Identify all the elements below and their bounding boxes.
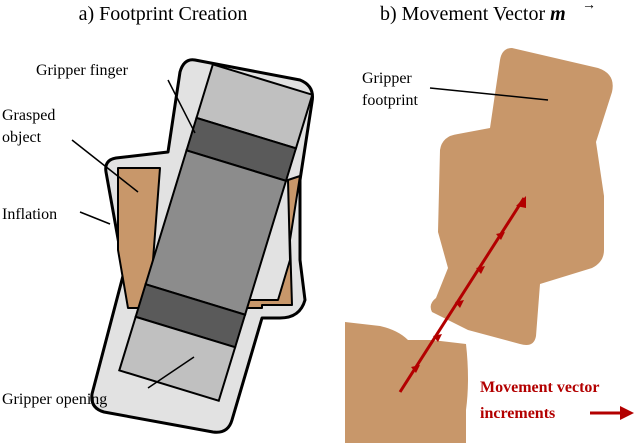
label-grasped-object-1: Grasped xyxy=(2,107,55,124)
label-gripper-footprint-2: footprint xyxy=(362,92,419,109)
label-movement-vector-2: increments xyxy=(480,405,555,422)
increment-arrow-4 xyxy=(476,266,485,274)
panel-b-title-vector-arrow: → xyxy=(582,0,596,13)
legend-increment-arrowhead xyxy=(620,406,634,420)
label-gripper-footprint-1: Gripper xyxy=(362,70,412,87)
panel-a-title: a) Footprint Creation xyxy=(79,3,248,25)
leader-grasped-object xyxy=(71,139,139,193)
leader-gripper-opening xyxy=(147,356,195,389)
label-gripper-finger: Gripper finger xyxy=(36,62,129,79)
panel-b-title-text: b) Movement Vector xyxy=(380,3,550,25)
increment-arrow-1 xyxy=(411,365,420,373)
gripper xyxy=(118,63,314,403)
label-movement-vector-1: Movement vector xyxy=(480,379,600,396)
label-inflation: Inflation xyxy=(2,206,57,223)
leader-gripper-footprint xyxy=(429,87,549,101)
label-grasped-object-2: object xyxy=(2,129,42,146)
gripper-bottom-cap xyxy=(118,315,237,403)
increment-arrow-6 xyxy=(516,196,526,208)
panel-b-title: b) Movement Vector m xyxy=(380,3,566,25)
increment-arrow-3 xyxy=(455,300,464,308)
increment-arrow-5 xyxy=(496,232,505,240)
label-gripper-opening: Gripper opening xyxy=(2,391,107,408)
increment-arrow-2 xyxy=(433,334,442,342)
leader-inflation xyxy=(79,211,111,225)
leader-gripper-finger xyxy=(167,79,196,134)
panel-b-title-symbol: m xyxy=(550,3,566,25)
movement-vector-line xyxy=(398,197,526,393)
movement-vector xyxy=(398,196,526,393)
